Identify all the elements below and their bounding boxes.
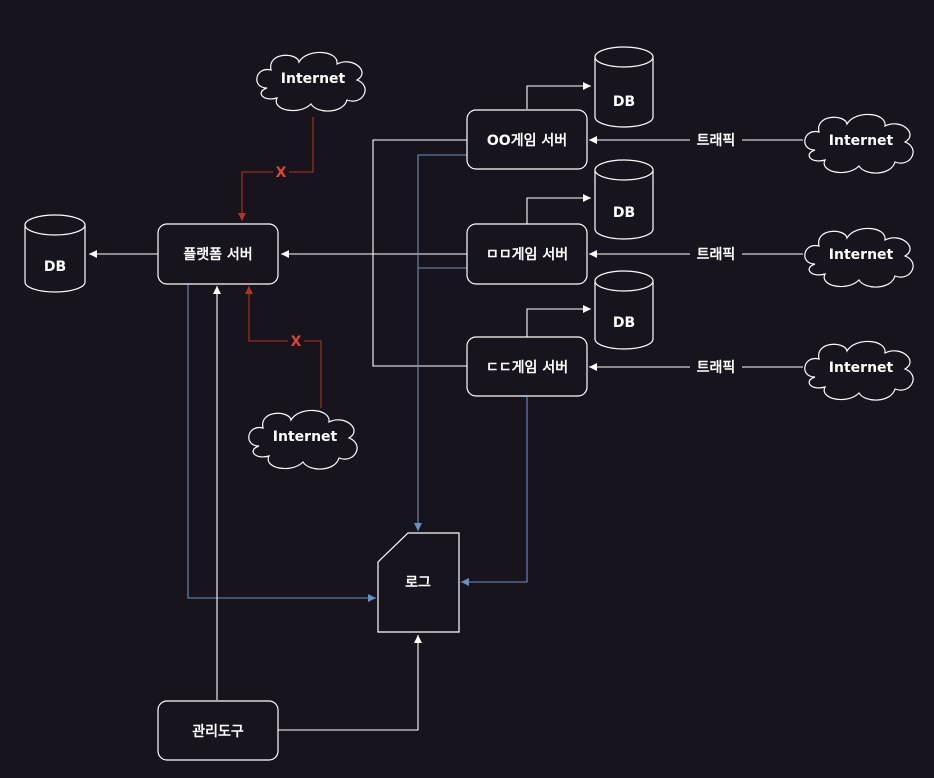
internet-mm-cloud: Internet <box>804 227 914 288</box>
internet-bottom-cloud: Internet <box>248 409 358 470</box>
log-label: 로그 <box>405 575 431 591</box>
edge-mm-to-db <box>526 194 591 224</box>
internet-mm-label: Internet <box>829 247 894 263</box>
game-server-dd-label: ㄷㄷ게임 서버 <box>486 359 568 376</box>
edge-platform-to-log <box>187 284 376 602</box>
traffic-label-mm: 트래픽 <box>697 246 736 263</box>
game-server-oo-label: OO게임 서버 <box>487 132 567 149</box>
internet-bottom-label: Internet <box>273 429 338 445</box>
game-server-dd-node: ㄷㄷ게임 서버 <box>466 336 588 397</box>
edge-oo-to-bus <box>372 139 467 367</box>
blocked-label-bottom: X <box>291 334 302 350</box>
internet-oo-label: Internet <box>829 133 894 149</box>
log-node: 로그 <box>377 532 460 633</box>
blocked-label-top: X <box>276 165 287 181</box>
game-server-mm-node: ㅁㅁ게임 서버 <box>466 223 588 285</box>
edge-dd-to-log <box>461 397 528 586</box>
db-dd-label: DB <box>613 315 635 331</box>
platform-server-node: 플랫폼 서버 <box>157 223 279 285</box>
internet-dd-label: Internet <box>829 360 894 376</box>
internet-top-cloud: Internet <box>256 51 366 112</box>
traffic-label-dd: 트래픽 <box>697 359 736 376</box>
db-platform-node: DB <box>24 214 86 293</box>
db-oo-node: DB <box>594 46 654 128</box>
db-platform-label: DB <box>44 259 66 275</box>
game-server-mm-label: ㅁㅁ게임 서버 <box>486 246 568 263</box>
admin-tool-label: 관리도구 <box>192 723 244 740</box>
edge-oo-to-db <box>526 82 591 109</box>
traffic-label-oo: 트래픽 <box>697 132 736 149</box>
db-oo-label: DB <box>613 94 635 110</box>
edge-admin-to-log <box>278 635 422 731</box>
game-server-oo-node: OO게임 서버 <box>466 109 588 170</box>
platform-server-label: 플랫폼 서버 <box>183 246 252 263</box>
edge-internet-bottom-to-platform <box>245 286 322 408</box>
edge-dd-to-db <box>526 305 591 337</box>
db-dd-node: DB <box>594 270 654 350</box>
internet-dd-cloud: Internet <box>804 340 914 401</box>
internet-oo-cloud: Internet <box>804 113 914 174</box>
admin-tool-node: 관리도구 <box>157 700 279 761</box>
db-mm-node: DB <box>594 159 654 240</box>
internet-top-label: Internet <box>281 71 346 87</box>
db-mm-label: DB <box>613 205 635 221</box>
edge-oo-to-log <box>414 154 467 531</box>
